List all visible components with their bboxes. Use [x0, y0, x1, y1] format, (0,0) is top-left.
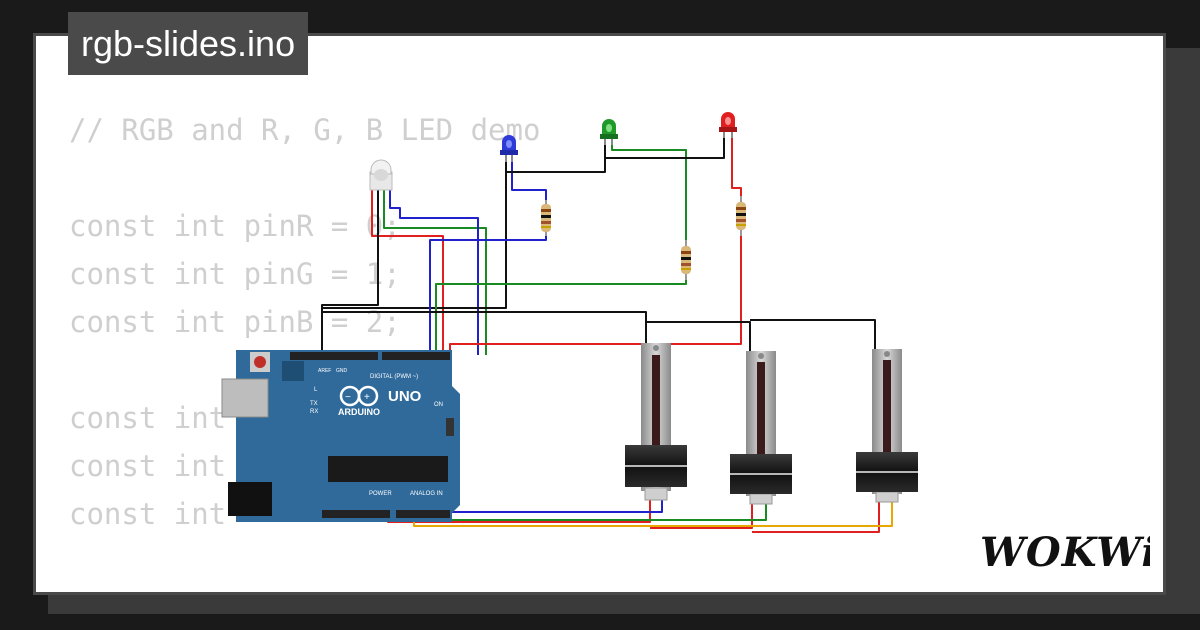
- code-line: const int: [69, 449, 227, 483]
- wokwi-logo-text: WOKWi: [980, 529, 1150, 576]
- slide-potentiometer-3[interactable]: [856, 349, 918, 503]
- reset-button: [254, 356, 266, 368]
- usb-connector: [221, 378, 269, 418]
- header-right: [382, 352, 450, 360]
- wire-slider-gnd: [322, 311, 647, 344]
- power-label: POWER: [369, 491, 392, 497]
- aref-label: AREF: [318, 368, 331, 374]
- green-led[interactable]: [600, 119, 618, 145]
- wire-rgb-blue: [389, 190, 479, 355]
- wire-blue-res-pin: [429, 236, 547, 355]
- analog-label: ANALOG IN: [410, 491, 443, 497]
- resistor: [681, 240, 691, 280]
- wire-rgb-common: [321, 190, 379, 355]
- gnd-label: GND: [336, 368, 348, 374]
- wire-rgb-green: [383, 188, 487, 355]
- wire-slider1-top: [646, 321, 751, 352]
- code-line: const int pinB = 2;: [69, 305, 401, 339]
- board-model: UNO: [388, 388, 422, 405]
- wire-slider-vcc-2: [650, 496, 753, 529]
- wire-slider2-top: [750, 319, 876, 350]
- svg-text:−: −: [345, 392, 351, 403]
- code-line: const int: [69, 401, 227, 435]
- board-brand: ARDUINO: [338, 407, 380, 417]
- header-analog: [396, 510, 450, 518]
- svg-text:+: +: [364, 392, 370, 403]
- rx-label: RX: [310, 409, 318, 415]
- red-led[interactable]: [719, 112, 737, 138]
- header-power: [322, 510, 390, 518]
- resistor: [541, 200, 551, 236]
- wire-green-led-gnd: [506, 143, 606, 173]
- project-title[interactable]: rgb-slides.ino: [68, 12, 309, 75]
- wire-rgb-red: [371, 190, 444, 355]
- wire-slider-vcc-3: [752, 494, 880, 533]
- wire-red-led-gnd: [605, 136, 725, 159]
- wokwi-logo[interactable]: WOKWi: [978, 526, 1150, 578]
- wire-red-led-res: [731, 136, 742, 196]
- wire-red-res-pin: [449, 236, 742, 355]
- tx-label: TX: [310, 401, 318, 407]
- arduino-uno-board[interactable]: − + UNO ARDUINO DIGITAL (PWM ~) AREF GND…: [221, 350, 460, 522]
- wire-slider2-wiper: [407, 496, 767, 521]
- wire-blue-led-gnd: [322, 160, 507, 309]
- wire-blue-led-res: [511, 160, 547, 200]
- digital-label: DIGITAL (PWM ~): [370, 374, 418, 380]
- code-line: const int pinG = 1;: [69, 257, 401, 291]
- code-line: const int: [69, 497, 227, 531]
- rgb-led[interactable]: [369, 159, 393, 191]
- l-label: L: [314, 387, 318, 393]
- wire-green-led-res: [611, 143, 687, 240]
- power-jack: [228, 482, 272, 516]
- header-left: [290, 352, 378, 360]
- atmega-chip: [328, 456, 448, 482]
- wire-green-res-pin: [435, 280, 687, 355]
- slide-potentiometer-1[interactable]: [625, 343, 687, 501]
- wires: [321, 136, 893, 533]
- resistor: [736, 196, 746, 236]
- slide-potentiometer-2[interactable]: [730, 351, 792, 505]
- on-label: ON: [434, 402, 443, 408]
- blue-led[interactable]: [500, 135, 518, 162]
